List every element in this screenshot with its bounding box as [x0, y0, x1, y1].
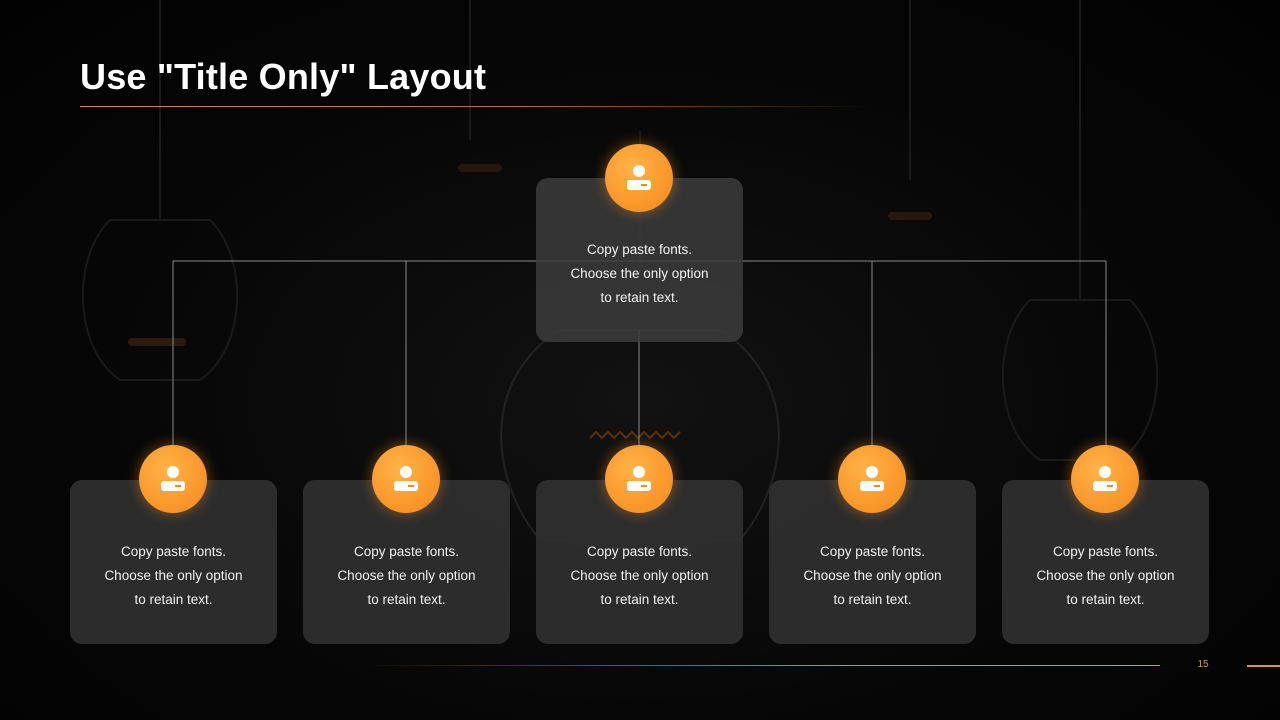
bottom-card-text: Copy paste fonts. Choose the only option…	[70, 540, 277, 612]
card-line: Choose the only option	[104, 568, 243, 583]
bottom-card-3-badge	[605, 445, 673, 513]
page-number: 15	[1197, 659, 1209, 670]
slide-title: Use "Title Only" Layout	[80, 56, 487, 97]
card-line: Choose the only option	[337, 568, 476, 583]
bottom-card-2-badge	[372, 445, 440, 513]
user-icon	[1093, 466, 1117, 491]
card-line: Choose the only option	[803, 568, 942, 583]
card-line: Copy paste fonts.	[586, 242, 693, 257]
card-line: to retain text.	[833, 592, 912, 607]
card-line: Copy paste fonts.	[819, 544, 926, 559]
top-card-badge	[605, 144, 673, 212]
footer-accent-line	[1247, 665, 1280, 667]
user-icon	[627, 165, 651, 190]
card-line: to retain text.	[600, 290, 679, 305]
user-icon	[860, 466, 884, 491]
card-line: Copy paste fonts.	[353, 544, 460, 559]
card-line: to retain text.	[600, 592, 679, 607]
bottom-card-5-badge	[1071, 445, 1139, 513]
card-line: Copy paste fonts.	[120, 544, 227, 559]
card-line: Copy paste fonts.	[1052, 544, 1159, 559]
bottom-card-4-badge	[838, 445, 906, 513]
user-icon	[161, 466, 185, 491]
bottom-card-1-badge	[139, 445, 207, 513]
bottom-card-text: Copy paste fonts. Choose the only option…	[1002, 540, 1209, 612]
user-icon	[627, 466, 651, 491]
card-line: to retain text.	[367, 592, 446, 607]
card-line: Choose the only option	[570, 568, 709, 583]
top-card-text: Copy paste fonts. Choose the only option…	[536, 238, 743, 310]
bottom-card-text: Copy paste fonts. Choose the only option…	[303, 540, 510, 612]
bottom-card-text: Copy paste fonts. Choose the only option…	[769, 540, 976, 612]
card-line: to retain text.	[1066, 592, 1145, 607]
bottom-card-text: Copy paste fonts. Choose the only option…	[536, 540, 743, 612]
card-line: to retain text.	[134, 592, 213, 607]
title-underline	[80, 106, 870, 107]
card-line: Choose the only option	[1036, 568, 1175, 583]
user-icon	[394, 466, 418, 491]
card-line: Choose the only option	[570, 266, 709, 281]
card-line: Copy paste fonts.	[586, 544, 693, 559]
bottom-card-2: Copy paste fonts. Choose the only option…	[303, 480, 510, 644]
footer-line	[360, 665, 1160, 666]
